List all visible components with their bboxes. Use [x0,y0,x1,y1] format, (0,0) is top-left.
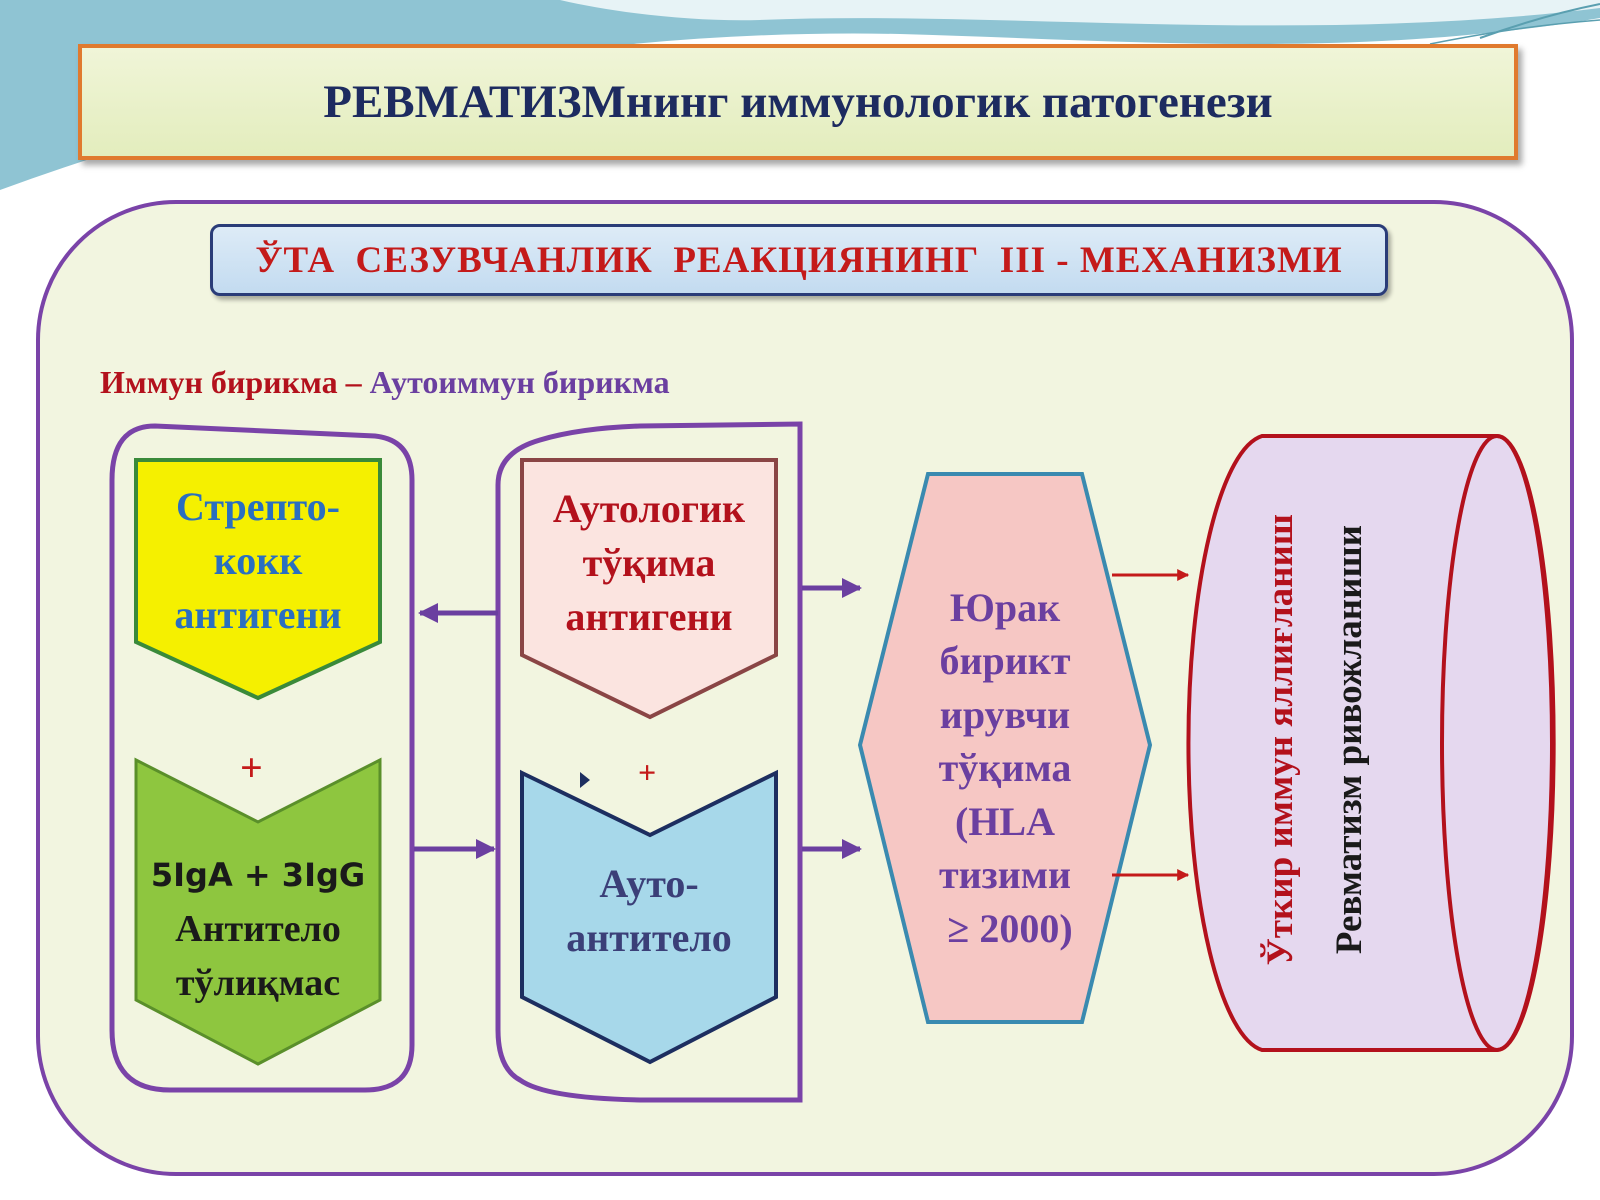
title-banner: РЕВМАТИЗМнинг иммунологик патогенези [78,44,1518,160]
strep-line-3: антигени [174,592,342,637]
autoab-line-1: Ауто- [599,861,699,906]
autolog-line-3: антигени [565,594,733,639]
autoantibody-label: Ауто- антитело [526,856,772,966]
top-wave-light [560,0,1600,26]
small-triangle-mark [580,772,590,788]
antibody-line-1: 5IgA + 3IgG [150,856,366,894]
heart-line-5: (HLA [955,798,1055,844]
autolog-antigen-shape [520,458,778,720]
antibody-line-3: тўлиқмас [175,962,341,1004]
strep-antigen-shape [134,458,382,701]
caption-autoimmune: Аутоиммун бирикма [369,364,670,400]
heart-tissue-label: Юрак бирикт ирувчи тўқима (HLA тизими ≥ … [890,578,1120,958]
result-label: Ўткир иммун яллиғланиш Ревматизм ривожла… [1240,470,1390,1010]
result-line-1: Ўткир иммун яллиғланиш [1260,514,1301,966]
middle-group-bracket [495,421,803,1103]
autoab-line-2: антитело [566,915,732,960]
plus-sign-left: + [240,745,263,790]
heart-line-7: ≥ 2000) [937,905,1073,951]
strep-antigen-label: Стрепто- кокк антигени [140,476,376,646]
page-title: РЕВМАТИЗМнинг иммунологик патогенези [323,76,1273,128]
autolog-antigen-label: Аутологик тўқима антигени [526,478,772,648]
plus-sign-middle: + [638,754,657,790]
left-group-bracket [109,423,415,1093]
autoantibody-shape [520,769,778,1065]
strep-line-2: кокк [213,538,303,583]
heart-line-3: ирувчи [939,691,1071,737]
caption: Иммун бирикма – Аутоиммун бирикма [100,364,670,401]
heart-line-6: тизими [938,852,1072,898]
autolog-line-2: тўқима [582,540,716,585]
heart-line-4: тўқима [938,745,1072,791]
subtitle-banner: ЎТА СЕЗУВЧАНЛИК РЕАКЦИЯНИНГ III - МЕХАНИ… [210,224,1388,296]
result-line-2: Ревматизм ривожланиши [1329,525,1370,955]
heart-tissue-shape [857,472,1153,1024]
strep-line-1: Стрепто- [176,484,340,529]
subtitle-text: ЎТА СЕЗУВЧАНЛИК РЕАКЦИЯНИНГ III - МЕХАНИ… [255,239,1343,281]
heart-line-2: бирикт [939,638,1071,684]
autolog-line-1: Аутологик [552,486,746,531]
antibody-shape [134,757,382,1066]
antibody-label: 5IgA + 3IgG Антитело тўлиқмас [140,844,376,1014]
antibody-line-2: Антитело [175,908,341,950]
heart-line-1: Юрак [949,584,1061,630]
caption-immune: Иммун бирикма – [100,364,370,400]
